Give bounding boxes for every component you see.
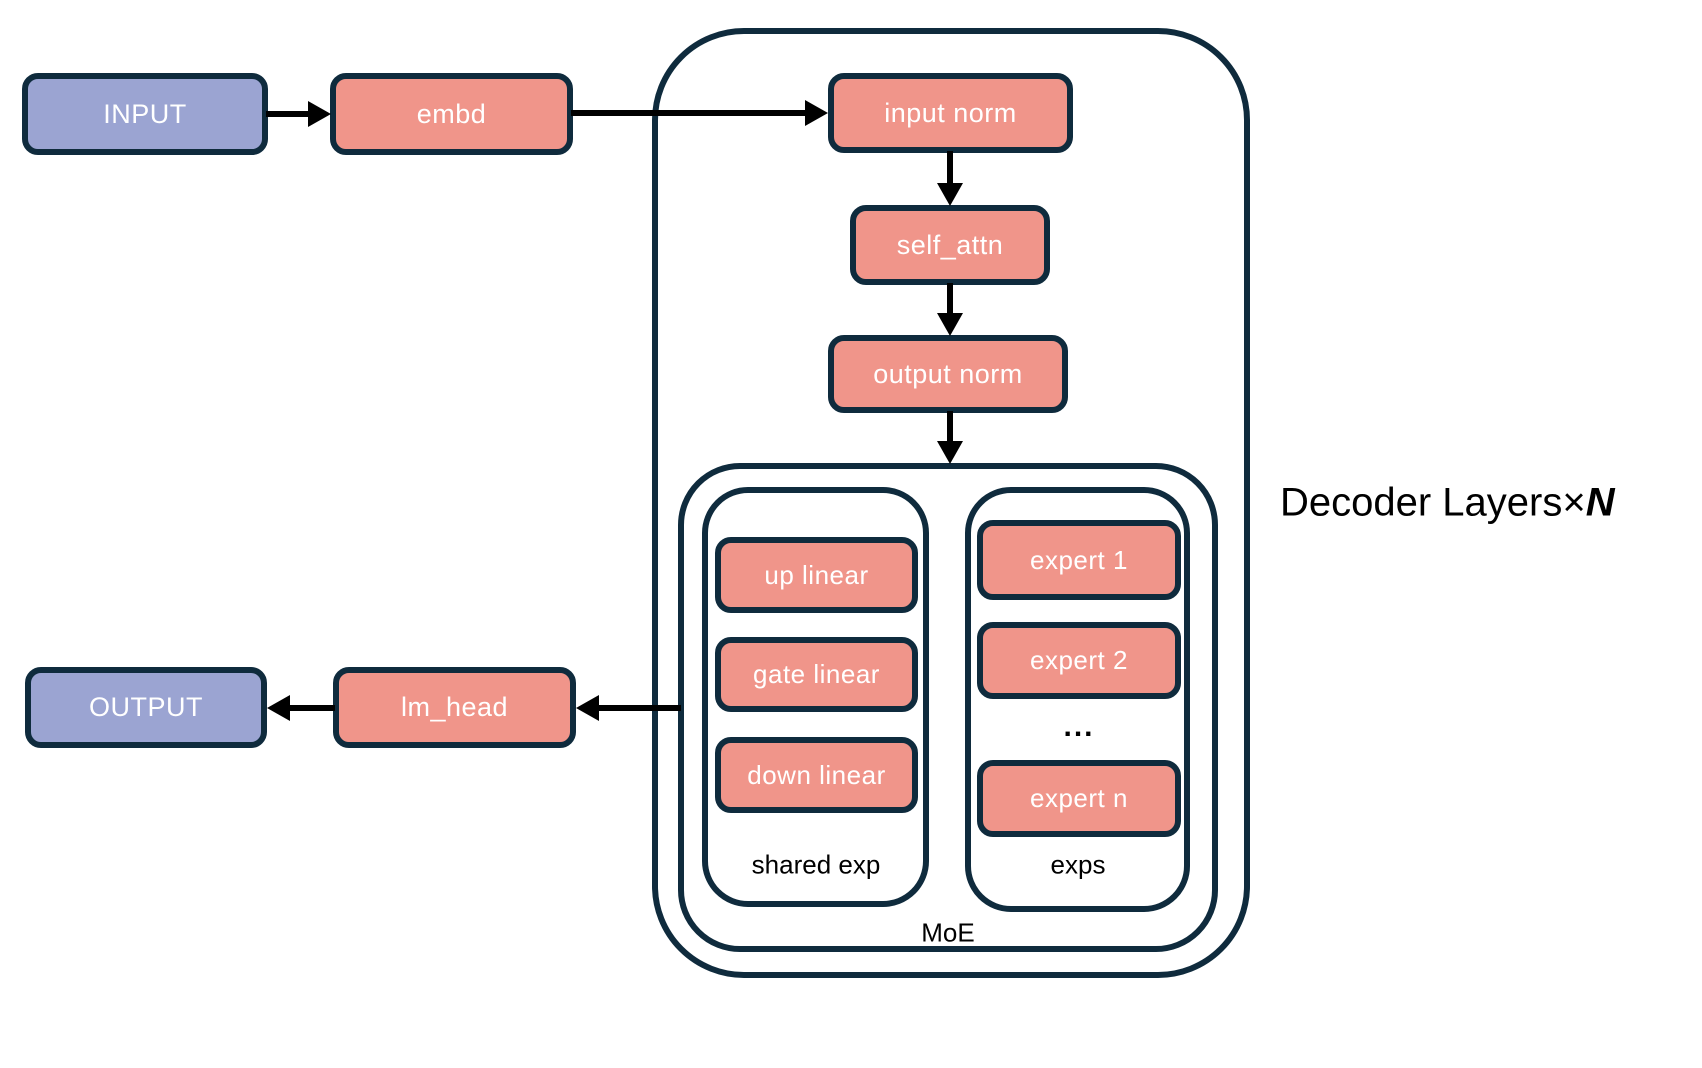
arrow-lm-head-to-output-head [267,695,290,721]
layer-count-variable: N [1585,480,1615,525]
output-norm-node: output norm [828,335,1068,413]
arrow-moe-to-lm-head-line [597,705,681,711]
arrow-output-norm-to-moe-line [947,411,953,443]
shared-exp-label: shared exp [751,849,881,880]
moe-label: MoE [921,917,975,948]
arrow-embd-to-input-norm-line [571,110,807,116]
arrow-input-to-embd-head [308,101,331,127]
embd-node: embd [330,73,573,155]
arrow-input-to-embd-line [266,111,310,117]
exps-label: exps [1050,849,1106,880]
up-linear-node: up linear [715,537,918,613]
experts-ellipsis: ... [1063,710,1095,743]
gate-linear-node: gate linear [715,637,918,712]
shared-expert-container [702,487,929,907]
decoder-layers-container [652,28,1250,978]
arrow-input-norm-to-self-attn-head [937,183,963,206]
moe-container [678,463,1218,952]
expert-1-node: expert 1 [977,520,1181,600]
input-norm-node: input norm [828,73,1073,153]
down-linear-node: down linear [715,737,918,813]
output-node: OUTPUT [25,667,267,748]
expert-n-node: expert n [977,760,1181,837]
self-attn-node: self_attn [850,205,1050,285]
decoder-layers-label: Decoder Layers×N [1280,481,1615,526]
expert-2-node: expert 2 [977,622,1181,699]
arrow-moe-to-lm-head-head [576,695,599,721]
experts-container [965,487,1190,912]
decoder-layers-text: Decoder Layers [1280,480,1563,525]
arrow-output-norm-to-moe-head [937,441,963,464]
arrow-self-attn-to-output-norm-line [947,283,953,315]
times-sign: × [1562,480,1586,525]
arrow-embd-to-input-norm-head [805,100,828,126]
input-node: INPUT [22,73,268,155]
arrow-self-attn-to-output-norm-head [937,313,963,336]
lm-head-node: lm_head [333,667,576,748]
arrow-lm-head-to-output-line [288,705,335,711]
arrow-input-norm-to-self-attn-line [947,151,953,185]
